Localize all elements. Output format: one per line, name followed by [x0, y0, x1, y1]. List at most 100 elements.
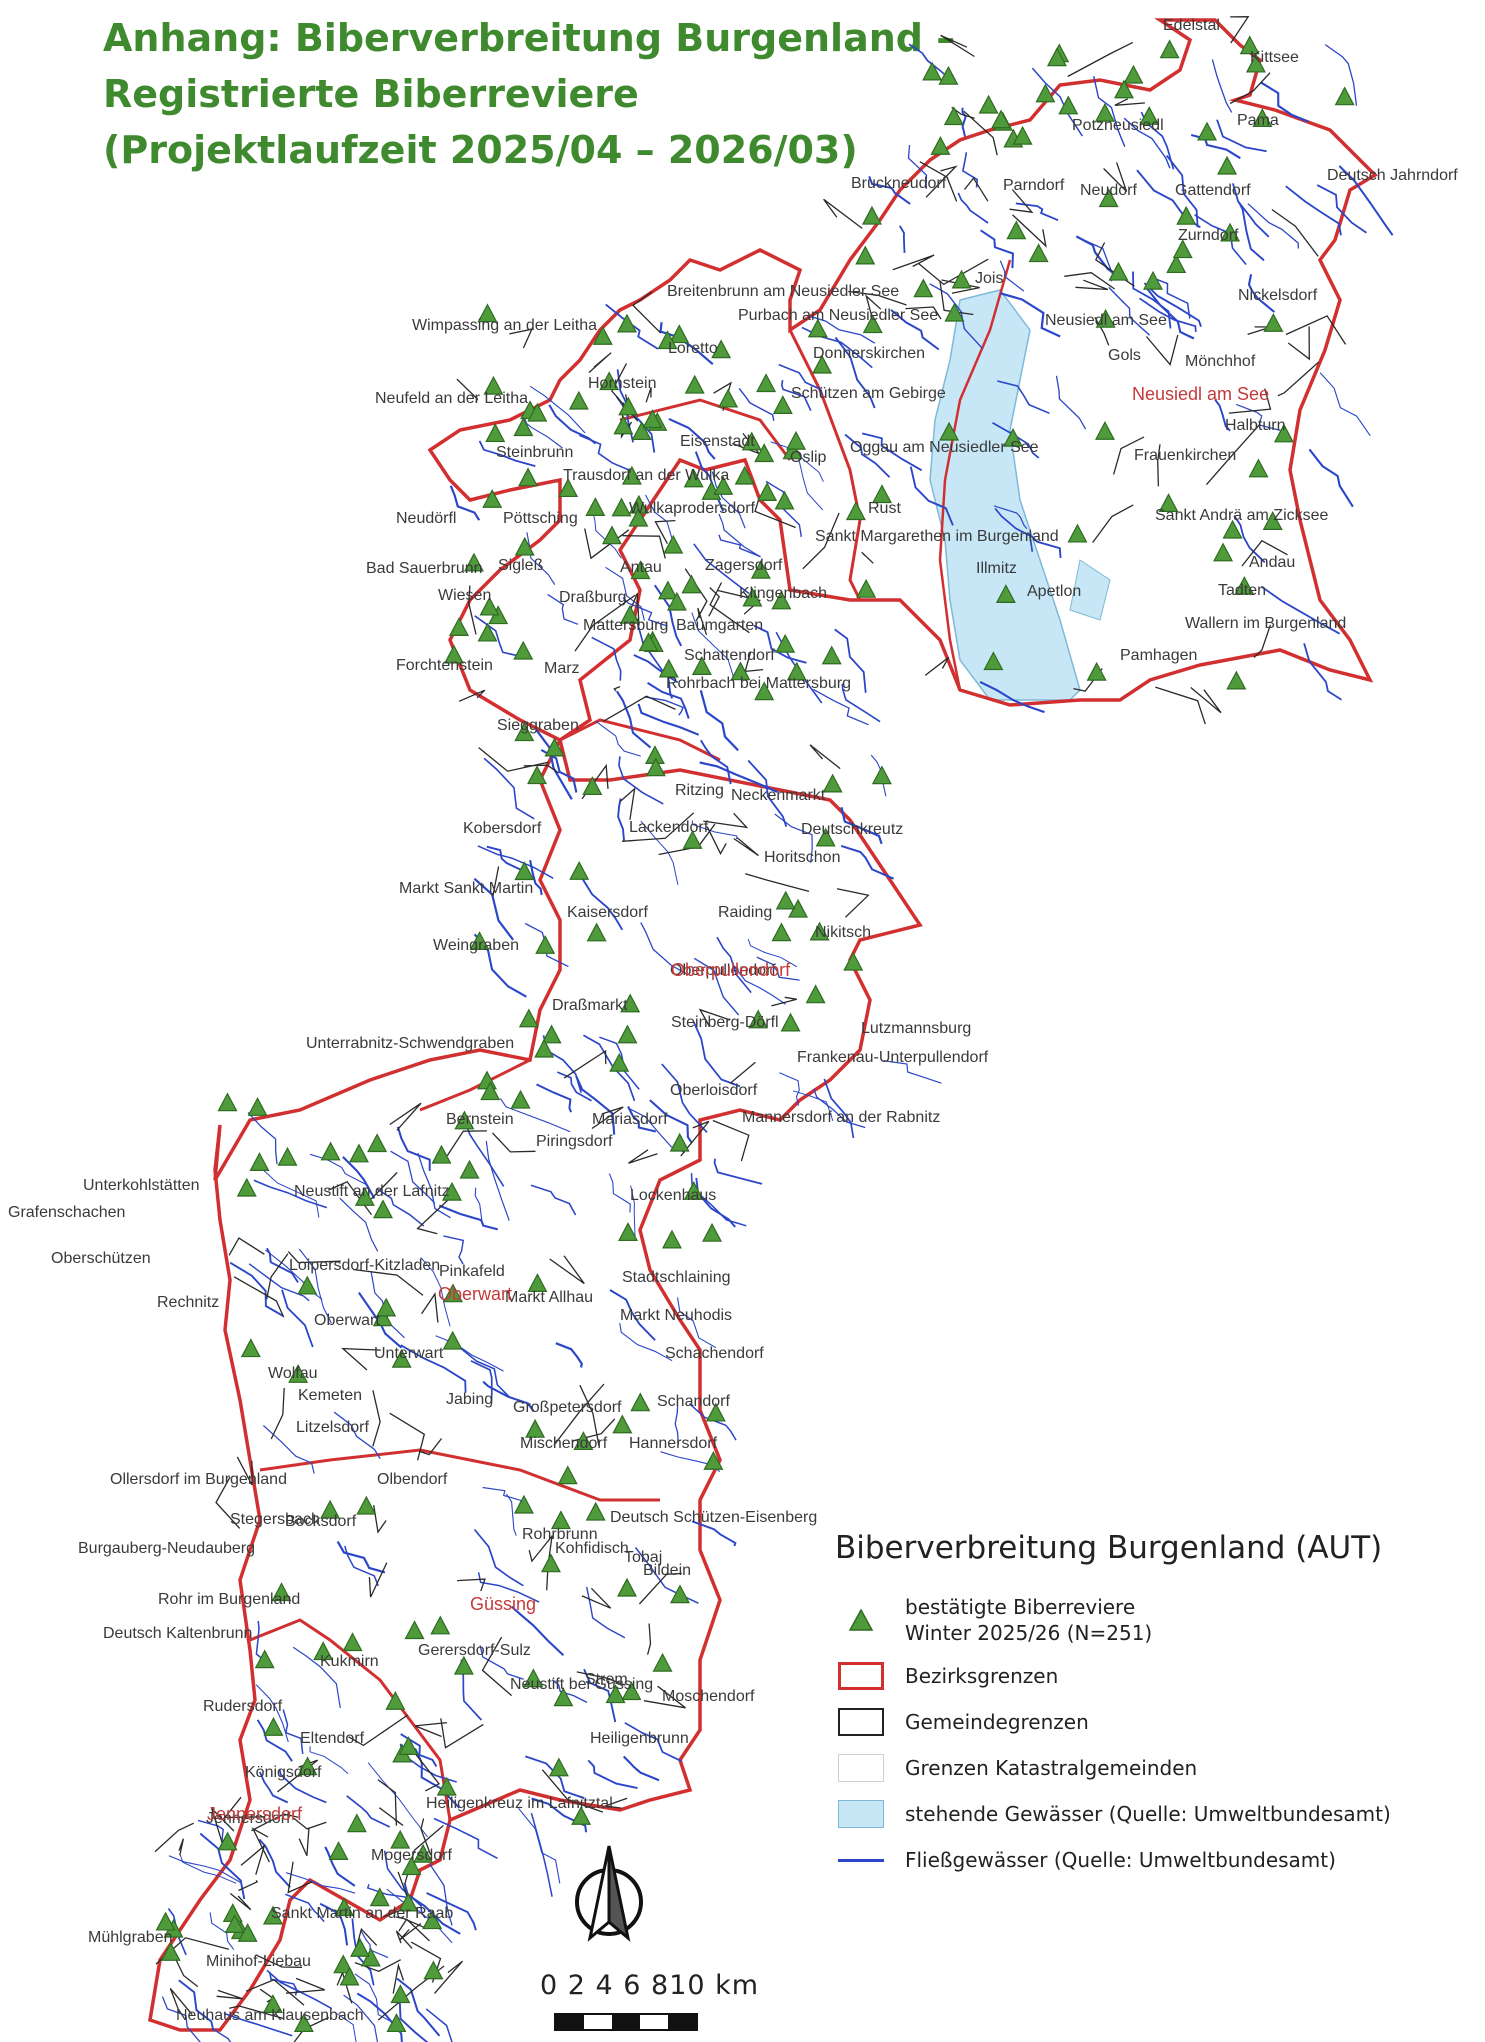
territory-marker-icon: [550, 1510, 571, 1530]
municipality-border: [1092, 504, 1134, 543]
place-label: Steinbrunn: [496, 444, 573, 461]
place-label: Großpetersdorf: [513, 1399, 622, 1416]
river-line: [396, 1126, 431, 1171]
river-line: [458, 1346, 511, 1399]
river-line: [813, 1088, 866, 1129]
municipality-border: [414, 1721, 447, 1738]
municipality-border: [698, 1008, 731, 1027]
river-line: [668, 417, 716, 460]
river-line: [637, 703, 700, 736]
river-line: [591, 636, 622, 681]
territory-marker-icon: [645, 757, 666, 777]
river-line: [1233, 515, 1266, 563]
territory-marker-icon: [1226, 670, 1247, 690]
territory-marker-icon: [684, 374, 705, 394]
place-label: Wolfau: [268, 1365, 318, 1382]
territory-marker-icon: [477, 303, 498, 323]
river-line: [747, 759, 788, 827]
territory-marker-icon: [1166, 254, 1187, 274]
municipality-border: [348, 1714, 408, 1747]
territory-marker-icon: [1035, 83, 1056, 103]
territory-marker-icon: [1263, 312, 1284, 332]
place-label: Oberpullendorf: [670, 962, 776, 979]
river-line: [1247, 203, 1300, 249]
territory-marker-icon: [1158, 493, 1179, 513]
municipality-border: [865, 294, 882, 322]
territory-marker-icon: [333, 1954, 354, 1974]
municipality-border: [549, 1255, 585, 1285]
place-label: Neustift bei Güssing: [510, 1676, 653, 1693]
territory-marker-icon: [334, 1897, 355, 1917]
territory-marker-icon: [705, 1402, 726, 1422]
municipality-border: [240, 1843, 266, 1875]
territory-marker-icon: [742, 587, 763, 607]
municipality-border: [1229, 72, 1271, 105]
place-label: Loretto: [668, 340, 718, 357]
river-line: [840, 806, 883, 845]
river-line: [890, 309, 940, 351]
river-line: [691, 1520, 737, 1547]
district-border-guessing: [249, 1618, 452, 1821]
river-line: [1303, 643, 1342, 701]
territory-marker-icon: [620, 993, 641, 1013]
triangle-marker-icon: [835, 1604, 887, 1636]
municipality-border: [478, 747, 549, 772]
place-label: Gerersdorf-Sulz: [418, 1642, 531, 1659]
municipality-border: [251, 1813, 299, 1832]
municipality-border: [1012, 214, 1047, 248]
river-line: [883, 1060, 942, 1084]
river-line: [260, 1167, 320, 1218]
municipality-border: [216, 1989, 243, 2000]
river-line: [899, 225, 906, 253]
map-title: Anhang: Biberverbreitung Burgenland – Re…: [103, 10, 956, 178]
river-line: [624, 1722, 683, 1763]
municipality-border: [861, 551, 874, 564]
municipality-border: [416, 1197, 451, 1235]
place-label: Rust: [868, 500, 901, 517]
title-line-1: Anhang: Biberverbreitung Burgenland –: [103, 16, 956, 60]
territory-marker-icon: [855, 245, 876, 265]
territory-marker-icon: [454, 1110, 475, 1130]
river-line: [292, 1646, 341, 1709]
river-line: [377, 1188, 425, 1227]
river-line: [426, 1892, 477, 1931]
river-line: [792, 1090, 834, 1122]
territory-marker-icon: [748, 1009, 769, 1029]
place-label: Tobaj: [624, 1549, 662, 1566]
territory-marker-icon: [569, 861, 590, 880]
territory-marker-icon: [1334, 86, 1355, 106]
territory-marker-icon: [734, 465, 755, 485]
place-label: Bruckneudorf: [851, 175, 947, 192]
territory-marker-icon: [713, 475, 734, 495]
territory-marker-icon: [376, 1297, 397, 1317]
territory-marker-icon: [682, 829, 703, 849]
territory-marker-icon: [448, 617, 469, 636]
municipality-border: [1064, 272, 1115, 290]
river-line: [999, 260, 1025, 292]
territory-marker-icon: [812, 354, 833, 374]
river-line: [595, 720, 641, 757]
municipality-border: [491, 866, 500, 897]
municipality-border: [421, 1292, 439, 1323]
territory-marker-icon: [442, 1330, 463, 1350]
river-line: [1055, 375, 1087, 430]
territory-marker-icon: [815, 827, 836, 847]
municipality-border: [1155, 686, 1206, 725]
river-line: [479, 1645, 524, 1680]
place-label: Tadten: [1218, 582, 1266, 599]
municipality-border: [446, 1130, 487, 1156]
municipality-border: [1285, 315, 1347, 345]
municipality-border: [341, 1347, 381, 1371]
municipality-border: [229, 2005, 284, 2020]
territory-marker-icon: [557, 1465, 578, 1485]
municipality-border: [708, 587, 721, 617]
territory-marker-icon: [612, 1414, 633, 1434]
territory-marker-icon: [630, 560, 651, 580]
place-label: Lockenhaus: [630, 1187, 716, 1204]
municipality-border: [963, 110, 998, 156]
river-line: [587, 1759, 638, 1790]
river-line: [262, 1425, 315, 1474]
territory-marker-icon: [436, 1776, 457, 1796]
territory-marker-icon: [822, 773, 843, 793]
municipality-border: [270, 1387, 285, 1440]
